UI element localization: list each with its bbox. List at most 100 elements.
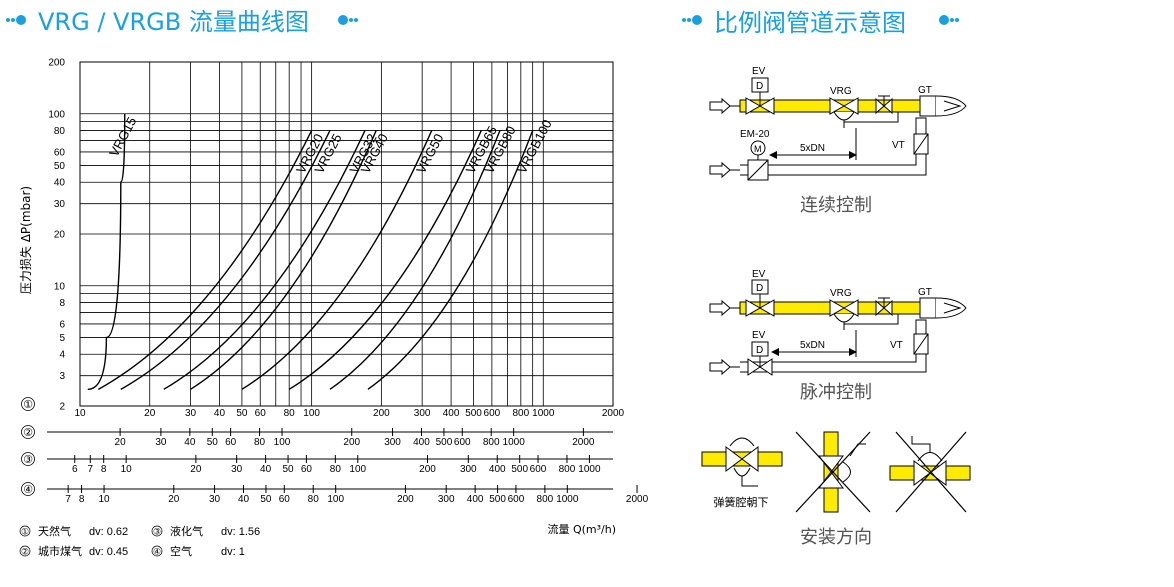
chart-title: VRG / VRGB 流量曲线图 bbox=[38, 8, 309, 36]
scale-tick-label: 7 bbox=[87, 464, 93, 475]
scale-id-badge: ④ bbox=[23, 484, 33, 496]
scale-tick-label: 400 bbox=[443, 408, 460, 419]
scale-tick-label: 500 bbox=[465, 408, 482, 419]
vrg-label: VRG bbox=[830, 288, 852, 299]
header-dots-left bbox=[6, 15, 26, 25]
legend-id: ③ bbox=[153, 527, 161, 537]
curve-vrg50 bbox=[241, 130, 433, 390]
air-inlet-arrow-icon bbox=[709, 358, 731, 376]
inlet-arrow-icon bbox=[709, 299, 731, 317]
scale-tick-label: 800 bbox=[512, 408, 529, 419]
vrg-valve-icon bbox=[829, 97, 859, 128]
burner-icon bbox=[919, 297, 967, 319]
left-header: VRG / VRGB 流量曲线图 bbox=[6, 8, 358, 36]
scale-tick-label: 300 bbox=[414, 408, 431, 419]
legend-gas-name: 空气 bbox=[170, 544, 192, 558]
scale-tick-label: 800 bbox=[559, 464, 576, 475]
scale-tick-label: 20 bbox=[115, 437, 127, 448]
x-axis-label: 流量 Q(m³/h) bbox=[547, 522, 616, 536]
scale-tick-label: 600 bbox=[530, 464, 547, 475]
legend-gas-name: 液化气 bbox=[170, 524, 203, 538]
y-tick-label: 10 bbox=[54, 281, 66, 292]
scale-tick-label: 600 bbox=[508, 494, 525, 505]
header-dots-left bbox=[682, 15, 702, 25]
scale-tick-label: 300 bbox=[384, 437, 401, 448]
curve-label: VRG15 bbox=[106, 114, 139, 159]
scale-tick-label: 1000 bbox=[503, 437, 526, 448]
scale-tick-label: 200 bbox=[419, 464, 436, 475]
curve-vrg32 bbox=[163, 130, 366, 390]
scale-tick-label: 200 bbox=[397, 494, 414, 505]
scale-tick-label: 400 bbox=[467, 494, 484, 505]
legend-gas-name: 天然气 bbox=[38, 524, 71, 538]
spring-down-label: 弹簧腔朝下 bbox=[714, 495, 769, 509]
vt-damper-icon bbox=[913, 333, 929, 355]
dn-label: 5xDN bbox=[800, 143, 825, 154]
curve-vrg15 bbox=[87, 113, 126, 391]
scale-tick-label: 10 bbox=[98, 494, 110, 505]
inlet-arrow-icon bbox=[709, 97, 731, 115]
y-tick-label: 40 bbox=[54, 178, 66, 189]
ev-label: EV bbox=[752, 330, 766, 341]
ev-label: EV bbox=[752, 269, 766, 280]
scale-id-badge: ② bbox=[23, 427, 33, 439]
scale-tick-label: 100 bbox=[274, 437, 291, 448]
air-inlet-arrow-icon bbox=[709, 161, 731, 179]
scale-tick-label: 30 bbox=[185, 408, 197, 419]
right-header: 比例阀管道示意图 bbox=[682, 9, 959, 37]
chart-curves bbox=[87, 113, 534, 391]
scale-tick-label: 600 bbox=[454, 437, 471, 448]
m-label: M bbox=[754, 144, 762, 154]
scale-tick-label: 50 bbox=[236, 408, 248, 419]
scale-tick-label: 10 bbox=[74, 408, 86, 419]
manual-valve-icon bbox=[875, 297, 893, 317]
legend-badge-circle bbox=[151, 525, 163, 537]
scale-tick-label: 80 bbox=[308, 494, 320, 505]
impulse-line bbox=[843, 314, 899, 330]
scale-tick-label: 500 bbox=[489, 494, 506, 505]
scale-tick-label: 200 bbox=[373, 408, 390, 419]
curve-vrgb80 bbox=[329, 130, 501, 390]
scale-tick-label: 100 bbox=[327, 494, 344, 505]
y-tick-label: 50 bbox=[54, 161, 66, 172]
scale-tick-label: 1000 bbox=[532, 408, 555, 419]
scale-badge-circle bbox=[21, 425, 35, 439]
scale-tick-label: 2000 bbox=[602, 408, 625, 419]
curve-vrgb65 bbox=[288, 130, 482, 390]
legend-dv: dv: 1.56 bbox=[221, 526, 260, 538]
curve-label: VRGB100 bbox=[514, 117, 555, 176]
scale-tick-label: 40 bbox=[238, 494, 250, 505]
y-tick-label: 3 bbox=[59, 371, 65, 382]
scale-tick-label: 60 bbox=[301, 464, 313, 475]
scale-id-badge: ③ bbox=[23, 454, 33, 466]
chart-grid bbox=[80, 62, 613, 406]
wrong-vertical-icon bbox=[795, 431, 871, 513]
vt-label: VT bbox=[890, 340, 903, 351]
scale-tick-label: 50 bbox=[282, 464, 294, 475]
legend-gas-name: 城市煤气 bbox=[38, 544, 82, 558]
vrg-valve-icon bbox=[829, 299, 859, 330]
ev-valve-icon bbox=[745, 279, 775, 317]
y-tick-label: 5 bbox=[59, 333, 65, 344]
y-tick-label: 100 bbox=[48, 109, 65, 120]
scale-tick-label: 20 bbox=[144, 408, 156, 419]
continuous-control-diagram: EV D VRG GT bbox=[709, 66, 967, 216]
curve-vrg20 bbox=[98, 130, 313, 390]
scale-tick-label: 100 bbox=[349, 464, 366, 475]
gt-label: GT bbox=[918, 85, 932, 96]
scale-tick-label: 20 bbox=[190, 464, 202, 475]
legend-id: ① bbox=[21, 527, 29, 537]
y-tick-label: 30 bbox=[54, 199, 66, 210]
scale-tick-label: 500 bbox=[436, 437, 453, 448]
legend-dv: dv: 1 bbox=[221, 546, 245, 558]
scale-tick-label: 50 bbox=[260, 494, 272, 505]
scale-tick-label: 30 bbox=[231, 464, 243, 475]
legend-badge-circle bbox=[151, 545, 163, 557]
gt-label: GT bbox=[918, 287, 932, 298]
correct-orientation-icon bbox=[701, 437, 783, 487]
curve-vrgb100 bbox=[367, 130, 534, 390]
scale-tick-label: 10 bbox=[121, 464, 133, 475]
